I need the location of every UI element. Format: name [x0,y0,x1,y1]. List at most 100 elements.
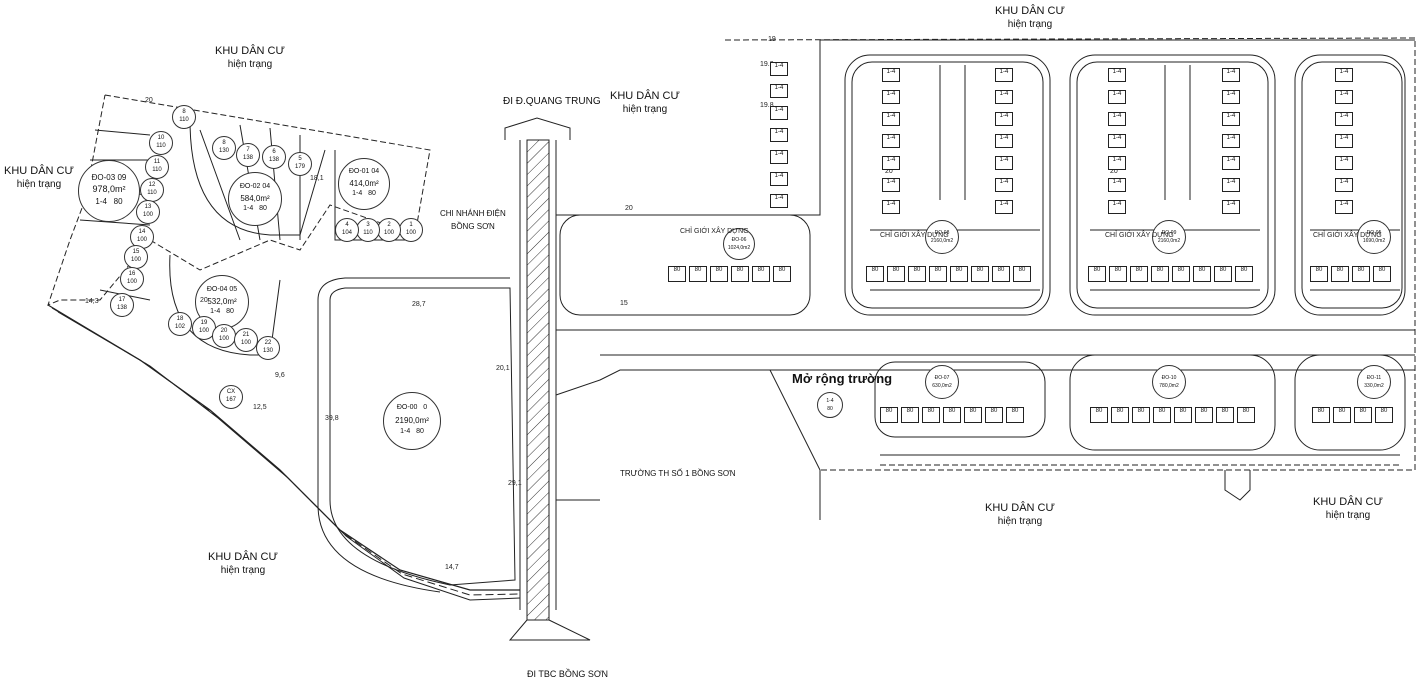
lot-box: 80 [1333,407,1351,423]
central-loop [329,287,516,586]
lot-box: 1-4 [1335,68,1353,82]
lot-box: 80 [668,266,686,282]
dim-label: 18,1 [310,175,324,182]
block-do-03: ĐO-03 09 978,0m² 1-4 80 [78,160,140,222]
dim-label: 20,1 [496,365,510,372]
lot-box: 80 [943,407,961,423]
lot-box: 80 [880,407,898,423]
lot-box: 1-4 [1222,156,1240,170]
label-school-expansion: Mở rộng trường [792,371,893,386]
dim-label: 20 [200,297,208,304]
lot-box: 80 [1153,407,1171,423]
lot-box: 80 [1006,407,1024,423]
lot-box: 80 [1235,266,1253,282]
lot-box: 1-4 [882,134,900,148]
lot-box: 1-4 [1222,68,1240,82]
setback-label: CHỈ GIỚI XÂY DỰNG [1313,232,1382,239]
lot-box: 80 [1088,266,1106,282]
lot-box: 80 [1312,407,1330,423]
label-road-south: ĐI TBC BỒNG SƠN [527,669,609,679]
dim-label: 28,7 [412,301,426,308]
lot-box: 80 [1090,407,1108,423]
lot-box: 1-4 [1222,134,1240,148]
south-block-2 [1069,354,1276,451]
lot-box: 1-4 [1108,178,1126,192]
east-block-2 [1069,54,1276,316]
lot-box: 80 [901,407,919,423]
lot-box: 80 [1237,407,1255,423]
lot-box: 1-4 [882,68,900,82]
lot-box: 1-4 [995,112,1013,126]
dim-label: 12,5 [253,404,267,411]
lot-box: 80 [1109,266,1127,282]
lot-box: 80 [689,266,707,282]
lot-box: 80 [1130,266,1148,282]
lot-box: 80 [985,407,1003,423]
east-road-upper [556,39,1415,216]
lot-box: 1-4 [882,90,900,104]
lot-box: 80 [1132,407,1150,423]
lot-box: 1-4 [995,68,1013,82]
lot-box: 1-4 [770,150,788,164]
lot-box: 1-4 [1108,200,1126,214]
lot-box: 80 [1174,407,1192,423]
lot-box: 80 [950,266,968,282]
lot-box: 1-4 [995,90,1013,104]
lot-box: 1-4 [770,172,788,186]
east-block-4 [559,214,811,316]
south-block-3 [1294,354,1406,451]
lot-box: 1-4 [1335,200,1353,214]
lot-box: 80 [1195,407,1213,423]
lot-box: 80 [1310,266,1328,282]
lot-box: 80 [1373,266,1391,282]
lot-box: 1-4 [1222,200,1240,214]
lot-box: 1-4 [770,128,788,142]
lot-box: 1-4 [1222,112,1240,126]
dim-label: 14,7 [445,564,459,571]
lot-box: 1-4 [1335,134,1353,148]
lot-box: 80 [1214,266,1232,282]
lot-box: 1-4 [882,200,900,214]
lot-box: 80 [1111,407,1129,423]
lot-box: 1-4 [995,156,1013,170]
dim-label: 19.8 [760,102,774,109]
dim-label: 20 [1110,168,1118,175]
lot-box: 80 [1352,266,1370,282]
dim-label: 20 [145,97,153,104]
lot-box: 80 [908,266,926,282]
lot-box: 80 [992,266,1010,282]
lot-box: 1-4 [882,178,900,192]
lot-box: 1-4 [995,178,1013,192]
lot-box: 1-4 [1108,112,1126,126]
lot-box: 1-4 [995,134,1013,148]
lot-box: 80 [1331,266,1349,282]
lot-box: 80 [866,266,884,282]
